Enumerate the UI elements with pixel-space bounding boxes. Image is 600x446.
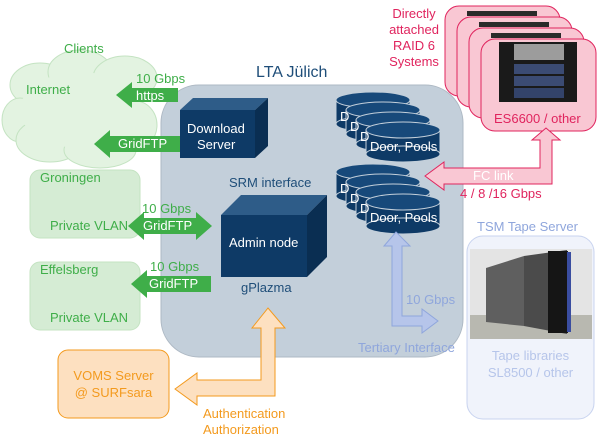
admin-node-label: Admin node (229, 235, 299, 250)
download-gridftp-arrow (94, 130, 186, 158)
groningen-network: Private VLAN (50, 218, 129, 233)
voms-label-line: VOMS Server (73, 368, 154, 383)
effelsberg-name: Effelsberg (40, 262, 99, 277)
raid-label: Directly attached RAID 6 Systems (384, 6, 444, 70)
pool-stub: D (360, 129, 370, 144)
groningen-box (29, 169, 141, 239)
pool-label-top: Door, Pools (370, 139, 438, 154)
voms-label: VOMS Server @ SURFsara (58, 367, 169, 401)
gplazma-label: gPlazma (241, 280, 292, 295)
auth-label: Authentication Authorization (203, 406, 285, 438)
pool-stub: D (360, 201, 370, 216)
tape-library-image (470, 249, 592, 339)
effelsberg-network: Private VLAN (50, 310, 129, 325)
srm-interface-label: SRM interface (229, 175, 312, 190)
voms-box (57, 349, 170, 419)
effelsberg-box (29, 261, 141, 331)
https-protocol-label: https (136, 88, 165, 103)
fc-link-speed: 4 / 8 /16 Gbps (460, 186, 542, 201)
auth-label-line: Authorization (203, 422, 279, 437)
fc-link-arrow (424, 127, 562, 191)
auth-arrow (174, 307, 287, 406)
pool-label-bottom: Door, Pools (370, 210, 438, 225)
raid-label-line: RAID 6 (393, 38, 435, 53)
effelsberg-protocol: GridFTP (149, 276, 199, 291)
admin-node-cube (221, 195, 327, 277)
tape-label-line: SL8500 / other (487, 365, 574, 380)
raid-rack-image (467, 11, 577, 102)
tertiary-arrow (382, 231, 439, 334)
pool-stub: D (340, 181, 350, 196)
effelsberg-speed: 10 Gbps (150, 259, 200, 274)
tape-label: Tape libraries SL8500 / other (467, 347, 594, 381)
auth-label-line: Authentication (203, 406, 286, 421)
lta-title: LTA Jülich (256, 64, 328, 81)
voms-label-line: @ SURFsara (74, 385, 153, 400)
pool-stub: D (350, 191, 360, 206)
groningen-gridftp-arrow (128, 212, 212, 240)
groningen-speed: 10 Gbps (142, 201, 192, 216)
tertiary-speed-label: 10 Gbps (406, 292, 456, 307)
groningen-name: Groningen (40, 170, 101, 185)
raid-label-line: Directly (392, 6, 436, 21)
tertiary-interface-label: Tertiary Interface (358, 340, 455, 355)
pool-stack-bottom (335, 163, 441, 235)
internet-cloud (1, 49, 158, 169)
clients-heading: Clients (64, 41, 104, 56)
tape-server-heading: TSM Tape Server (477, 219, 578, 234)
download-server-label-2: Server (197, 137, 236, 152)
https-speed-label: 10 Gbps (136, 71, 186, 86)
https-arrow (116, 82, 178, 108)
internet-label: Internet (26, 82, 71, 97)
raid-model-label: ES6600 / other (494, 111, 581, 126)
download-server-label-1: Download (187, 121, 245, 136)
raid-label-line: Systems (389, 54, 439, 69)
effelsberg-gridftp-arrow (131, 270, 211, 298)
fc-link-label: FC link (473, 168, 514, 183)
download-gridftp-label: GridFTP (118, 136, 168, 151)
pool-stack-top (335, 91, 441, 163)
download-server-cube (180, 98, 268, 158)
groningen-protocol: GridFTP (143, 218, 193, 233)
pool-stub: D (340, 109, 350, 124)
raid-label-line: attached (389, 22, 439, 37)
pool-stub: D (350, 119, 360, 134)
tape-label-line: Tape libraries (491, 348, 570, 363)
